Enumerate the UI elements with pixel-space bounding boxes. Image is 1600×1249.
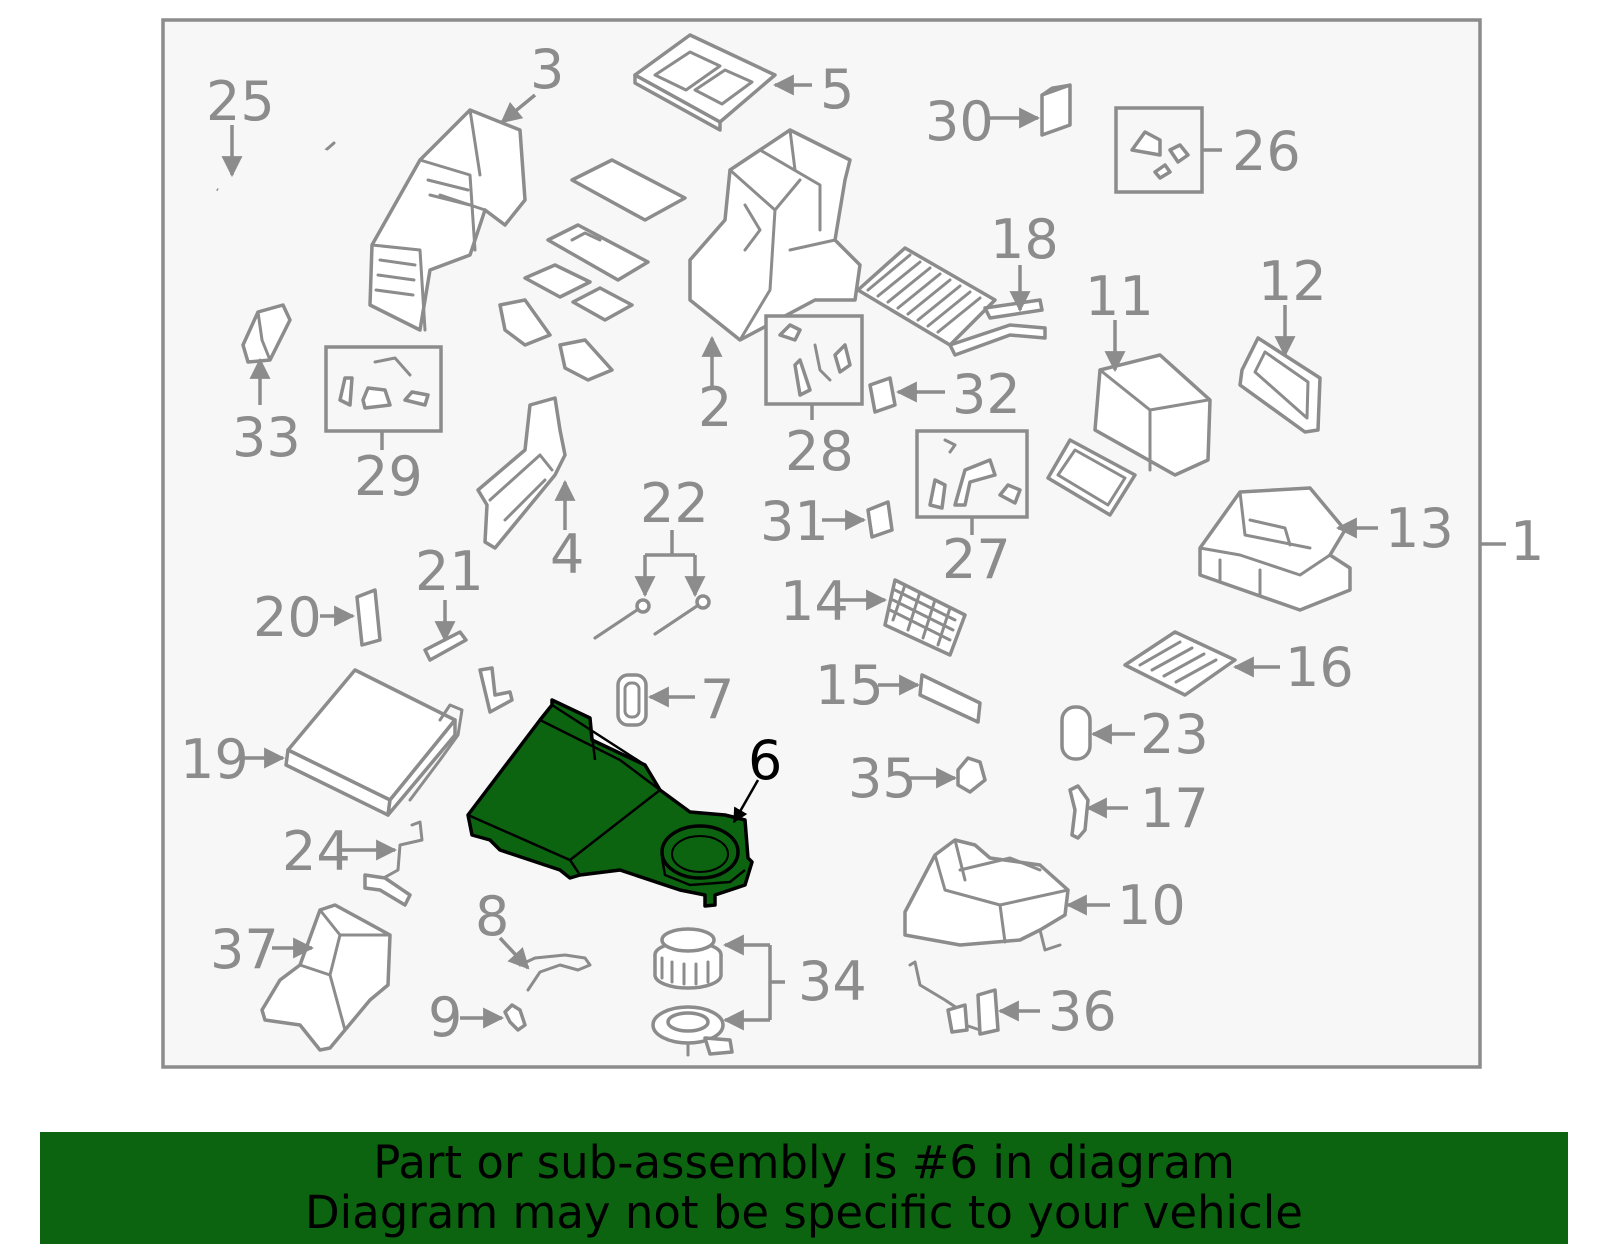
callout-26: 26	[1232, 120, 1301, 183]
banner-background	[40, 1132, 1568, 1244]
part-3-duct	[368, 108, 527, 332]
callout-19: 19	[180, 728, 249, 791]
callout-22: 22	[640, 472, 709, 535]
part-36-harness	[908, 960, 1000, 1036]
callout-9: 9	[428, 986, 462, 1049]
callout-10: 10	[1117, 874, 1186, 937]
callout-31: 31	[760, 490, 829, 553]
callout-1: 1	[1510, 510, 1544, 573]
part-31-clip	[866, 500, 894, 539]
callout-37: 37	[210, 918, 279, 981]
part-11b-gasket	[1046, 438, 1137, 517]
callout-8: 8	[475, 885, 509, 948]
part-29-kit	[324, 345, 443, 433]
callout-30: 30	[925, 90, 994, 153]
callout-2: 2	[698, 376, 732, 439]
part-33-vent	[241, 303, 292, 364]
callout-16: 16	[1285, 636, 1354, 699]
callout-23: 23	[1140, 703, 1209, 766]
callout-7: 7	[700, 668, 734, 731]
callout-33: 33	[232, 406, 301, 469]
callout-6: 6	[748, 729, 782, 792]
callout-4: 4	[550, 523, 584, 586]
part-8-sensor	[518, 953, 592, 992]
callout-18: 18	[990, 208, 1059, 271]
part-26-kit	[1114, 106, 1204, 194]
banner-disclaimer: Diagram may not be specific to your vehi…	[305, 1186, 1303, 1239]
callout-36: 36	[1048, 980, 1117, 1043]
callout-15: 15	[815, 654, 884, 717]
callout-13: 13	[1385, 497, 1454, 560]
callout-14: 14	[780, 570, 849, 633]
callout-21: 21	[415, 540, 484, 603]
part-13-housing	[1198, 486, 1352, 612]
part-32-clip	[868, 376, 897, 414]
part-4-panel	[476, 396, 567, 550]
part-14-resistor	[883, 578, 967, 657]
part-27-kit	[915, 429, 1029, 519]
part-19-evaporator	[284, 668, 464, 817]
filter-pieces	[498, 158, 687, 382]
callout-17: 17	[1140, 777, 1209, 840]
callout-34: 34	[798, 950, 867, 1013]
part-34-blower-motor	[651, 927, 734, 1057]
banner-part-note: Part or sub-assembly is #6 in diagram	[373, 1136, 1235, 1189]
bracket-piece	[478, 666, 514, 714]
callout-11: 11	[1085, 265, 1154, 328]
part-18-heater-core	[856, 246, 1047, 357]
part-10-housing	[903, 838, 1070, 952]
part-24-sensor	[363, 820, 424, 907]
callout-3: 3	[530, 38, 564, 101]
info-banner: Part or sub-assembly is #6 in diagram Di…	[40, 1132, 1568, 1244]
callout-5: 5	[820, 58, 854, 121]
part-2-case	[688, 128, 862, 342]
callout-12: 12	[1258, 250, 1327, 313]
callout-20: 20	[253, 586, 322, 649]
part-35-clip	[956, 756, 987, 794]
part-20-clip	[355, 588, 382, 647]
part-6-blower-housing	[466, 698, 754, 908]
part-25-hose	[216, 141, 336, 220]
callout-29: 29	[354, 445, 423, 508]
part-23-grommet	[1060, 705, 1092, 761]
callout-25: 25	[206, 70, 275, 133]
callout-28: 28	[785, 420, 854, 483]
part-7-seal	[616, 673, 648, 727]
part-28-kit	[764, 314, 864, 406]
part-15-seal	[918, 673, 982, 724]
part-11-housing	[1093, 353, 1212, 477]
callout-35: 35	[848, 747, 917, 810]
part-12-gasket	[1238, 336, 1322, 434]
part-17-bracket	[1068, 784, 1090, 840]
callout-32: 32	[952, 363, 1021, 426]
part-30-clip	[1040, 83, 1072, 137]
part-9-clip	[503, 1003, 527, 1032]
callout-27: 27	[942, 528, 1011, 591]
callout-24: 24	[282, 820, 351, 883]
